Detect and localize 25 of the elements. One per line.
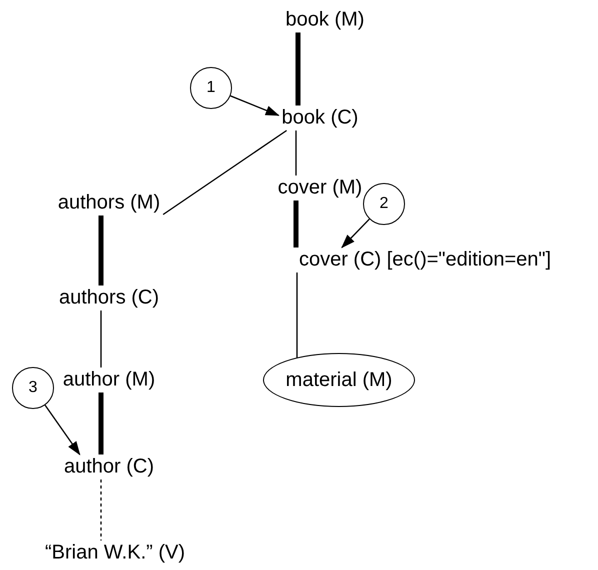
node-label: authors (C) (56, 286, 162, 310)
node-label: book (C) (278, 106, 362, 130)
arrow (230, 95, 280, 116)
callout-circle: 3 (12, 367, 54, 409)
node-label: author (M) (60, 368, 158, 392)
connector-line (295, 130, 297, 176)
node-label: authors (M) (54, 190, 164, 216)
connector-line (100, 310, 102, 368)
connector-line (98, 216, 104, 286)
node-label: “Brian W.K.” (V) (42, 540, 188, 566)
node-label: cover (C) [ec()="edition=en"] (296, 248, 554, 272)
connector-line (98, 392, 104, 454)
connector-line (294, 200, 298, 248)
callout-circle: 1 (190, 67, 232, 109)
node-label: cover (M) (274, 176, 366, 200)
node-label: book (M) (282, 8, 368, 32)
arrow (341, 218, 370, 248)
arrow (44, 404, 80, 456)
connector-line (162, 130, 287, 216)
node-label: author (C) (60, 454, 158, 480)
connector-line (296, 32, 300, 106)
connector-line (296, 272, 298, 358)
connector-line (100, 480, 102, 540)
ellipse-node: material (M) (263, 353, 415, 407)
callout-circle: 2 (363, 183, 405, 225)
